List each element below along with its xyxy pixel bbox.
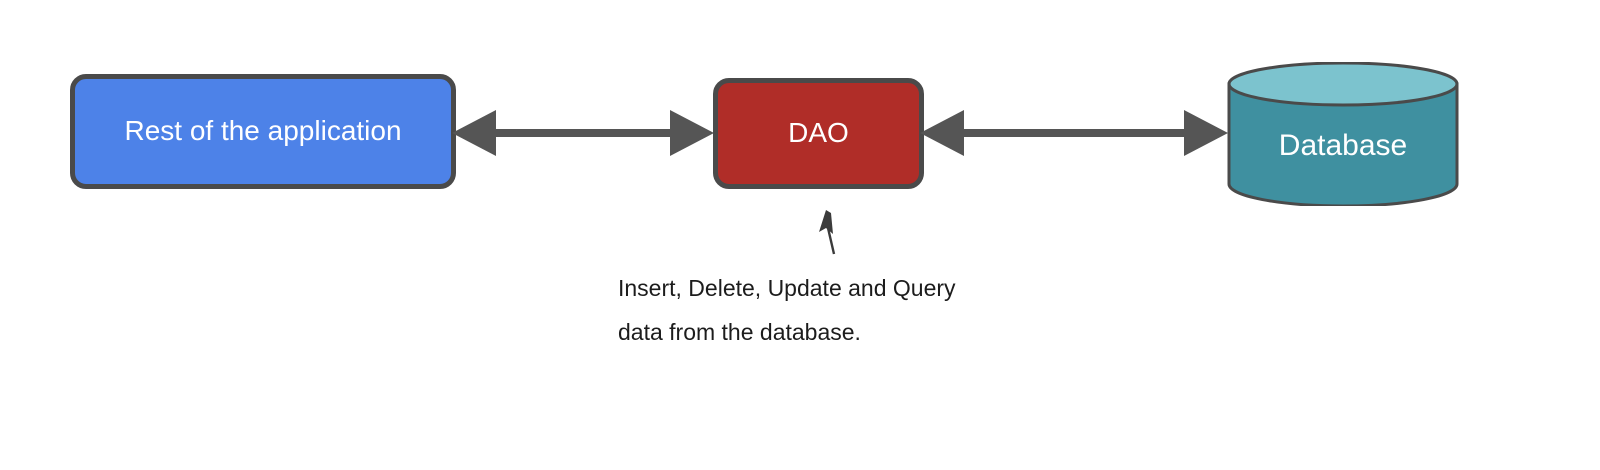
node-database-label-wrap: Database bbox=[1227, 62, 1459, 206]
node-rest-of-application[interactable]: Rest of the application bbox=[70, 74, 456, 189]
connector-dao-database-double-arrow bbox=[920, 110, 1228, 156]
node-dao-label: DAO bbox=[788, 117, 849, 149]
node-database-label: Database bbox=[1278, 128, 1408, 162]
connector-app-dao-double-arrow bbox=[452, 110, 714, 156]
node-database[interactable]: Database bbox=[1227, 62, 1459, 206]
caption-line-1: Insert, Delete, Update and Query bbox=[618, 275, 956, 301]
caption-block: Insert, Delete, Update and Query data fr… bbox=[618, 266, 1048, 354]
node-rest-of-application-label: Rest of the application bbox=[124, 115, 402, 147]
caption-line-2: data from the database. bbox=[618, 319, 861, 345]
connector-caption-pointer-arrow bbox=[819, 210, 836, 255]
node-dao[interactable]: DAO bbox=[713, 78, 924, 189]
cylinder-shape-icon bbox=[1227, 62, 1459, 206]
